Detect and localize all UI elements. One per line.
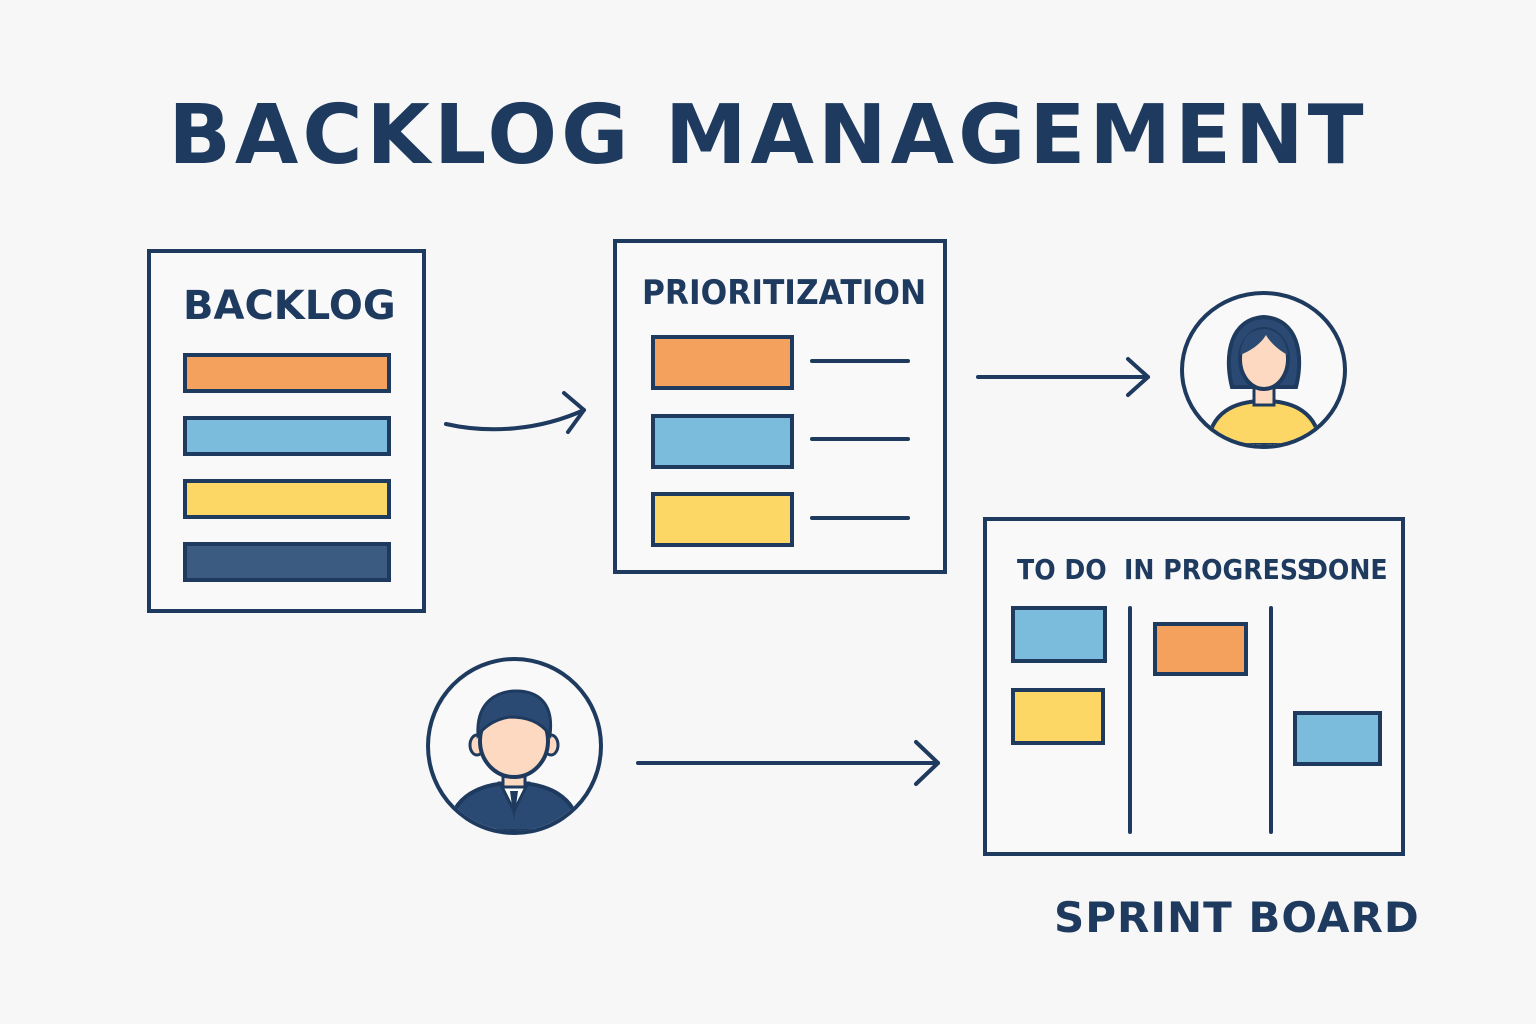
column-in-progress-header: IN PROGRESS [1124, 553, 1316, 586]
page-title: BACKLOG MANAGEMENT [168, 88, 1368, 183]
sprint-board-caption: SPRINT BOARD [1054, 893, 1420, 942]
backlog-item-yellow [183, 479, 391, 519]
priority-line-2 [810, 437, 910, 441]
column-divider-1 [1128, 606, 1132, 834]
prioritization-panel: PRIORITIZATION [613, 239, 947, 574]
backlog-item-blue [183, 416, 391, 456]
backlog-panel: BACKLOG [147, 249, 426, 613]
arrow-backlog-to-prioritization-head [562, 391, 586, 434]
priority-item-yellow [651, 492, 794, 547]
column-done-header: DONE [1307, 553, 1388, 586]
backlog-item-orange [183, 353, 391, 393]
backlog-label: BACKLOG [183, 283, 396, 329]
column-divider-2 [1269, 606, 1273, 834]
man-avatar-icon [426, 657, 603, 835]
column-todo-header: TO DO [1017, 553, 1107, 586]
arrow-team-to-sprint-board-head [914, 740, 940, 786]
card-in-progress-orange [1153, 622, 1248, 676]
prioritization-label: PRIORITIZATION [642, 273, 927, 313]
arrow-prioritization-to-po-head [1126, 357, 1150, 397]
arrow-backlog-to-prioritization [444, 408, 586, 432]
sprint-board-panel: TO DO IN PROGRESS DONE [983, 517, 1405, 856]
card-todo-blue [1011, 606, 1107, 663]
priority-line-1 [810, 359, 910, 363]
priority-item-blue [651, 414, 794, 469]
card-todo-yellow [1011, 688, 1105, 745]
woman-avatar-icon [1180, 291, 1347, 449]
backlog-item-dark [183, 542, 391, 582]
priority-item-orange [651, 335, 794, 390]
card-done-blue [1293, 711, 1382, 766]
priority-line-3 [810, 516, 910, 520]
